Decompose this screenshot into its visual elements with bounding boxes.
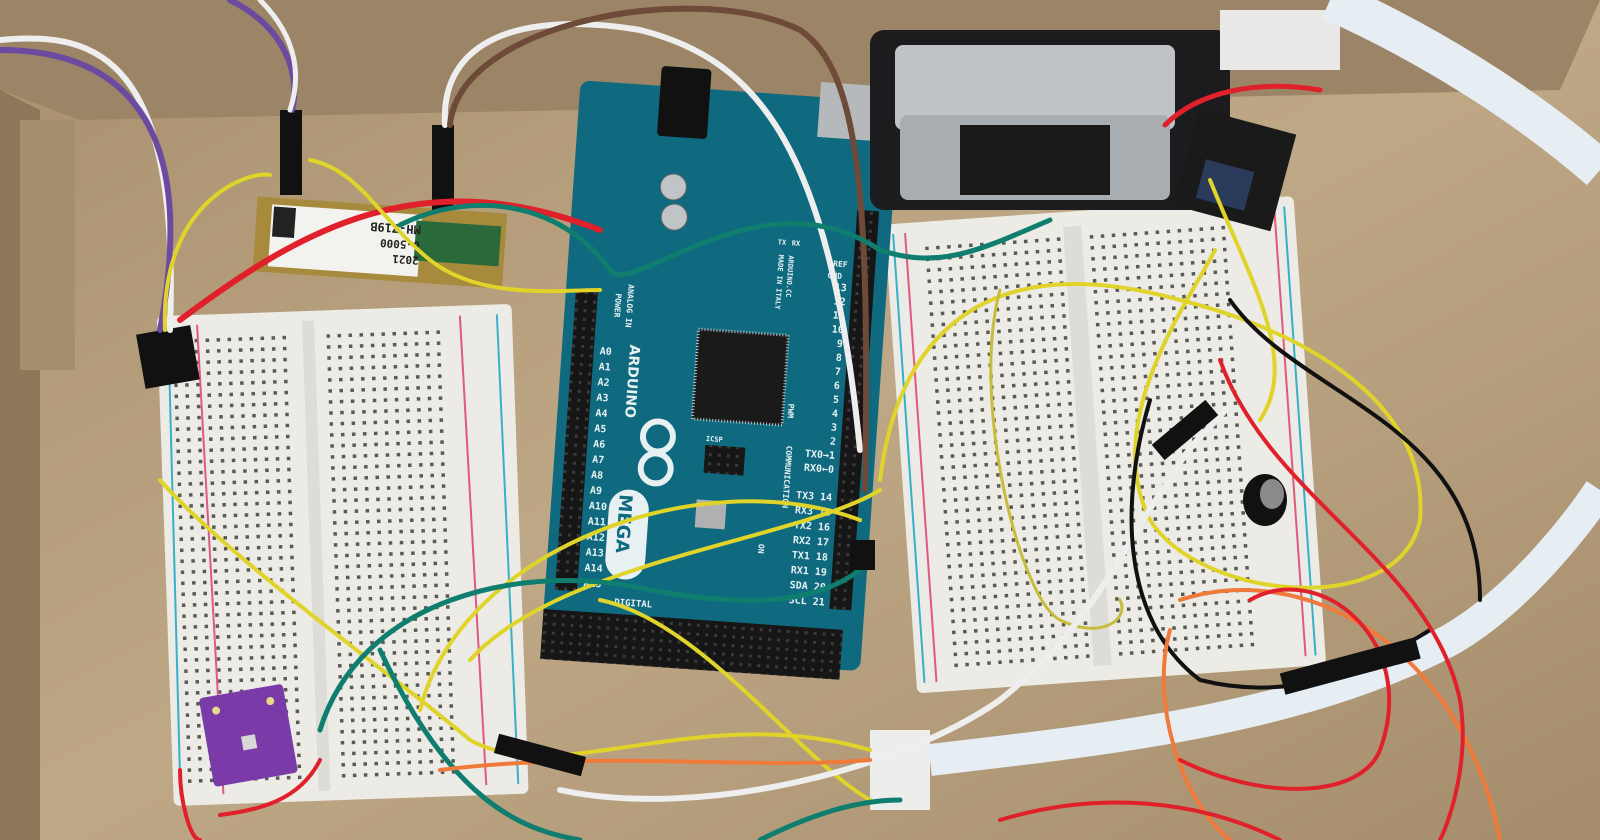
pin-label: A6	[593, 439, 606, 451]
pin-label: 2	[830, 437, 837, 448]
ribbon-cable	[928, 481, 1600, 776]
pin-label: TX0→1	[805, 449, 836, 462]
jumper-connector	[1279, 637, 1421, 695]
pin-label: A13	[585, 547, 604, 559]
jumper-connector	[850, 540, 875, 570]
pin-label: 10	[831, 324, 844, 336]
pin-label: 4	[832, 409, 839, 420]
jumper-connector	[493, 733, 587, 777]
sensor-date: 2021	[391, 252, 419, 267]
pin-label: A9	[590, 485, 603, 497]
power-label: POWER	[612, 293, 623, 318]
pin-label: TX3 14	[796, 490, 833, 503]
icsp-label: ICSP	[706, 435, 723, 444]
arduino-logo	[637, 418, 676, 487]
co2-sensor-mh-z19b: 2021 0-5000 MH-Z19B	[252, 196, 508, 289]
pin-label: A3	[596, 393, 609, 405]
pin-label: A8	[591, 470, 604, 482]
pin-label: 8	[835, 353, 842, 364]
temperature-sensor-module	[1173, 108, 1297, 232]
pwm-label: PWM	[786, 403, 796, 418]
pin-label: TX1 18	[791, 550, 828, 563]
pin-label: A7	[592, 454, 605, 466]
pin-label: 3	[831, 423, 838, 434]
pin-label: 13	[834, 282, 847, 294]
bme-sensor-board	[199, 684, 298, 787]
pin-label: A10	[589, 501, 608, 513]
jumper-connector	[280, 110, 302, 195]
website-label: ARDUINO.CC	[784, 255, 795, 298]
pin-label: 6	[833, 381, 840, 392]
reset-button[interactable]	[694, 499, 727, 530]
pin-label: A1	[598, 362, 611, 374]
right-breadboard	[884, 196, 1326, 693]
pin-label: 5	[832, 395, 839, 406]
jumper-connector	[432, 125, 454, 210]
pin-label: 9	[836, 339, 843, 350]
pin-label: 7	[834, 367, 841, 378]
pin-label: A5	[594, 424, 607, 436]
pin-label: A14	[584, 563, 603, 575]
jumper-connector	[1151, 399, 1219, 461]
pin-label: A0	[599, 346, 612, 358]
icsp-header	[703, 444, 746, 476]
jumper-wires	[0, 0, 1502, 840]
pin-label: A11	[587, 516, 606, 528]
particulate-sensor	[870, 10, 1340, 210]
analog-in-label: ANALOG IN	[623, 284, 635, 328]
on-label: ON	[756, 544, 766, 554]
left-breadboard	[156, 304, 529, 806]
aref-label: AREF	[828, 259, 848, 269]
pin-label: RX1 19	[790, 565, 827, 578]
box-flap	[20, 120, 75, 370]
pin-label: RX2 17	[792, 535, 829, 548]
pin-label: A2	[597, 377, 610, 389]
rx-led-label: RX	[791, 239, 801, 248]
jumper-connector	[136, 325, 200, 389]
brand-label: ARDUINO	[621, 344, 642, 418]
capacitor	[1243, 474, 1287, 526]
pin-label: RX0←0	[804, 463, 835, 476]
tx-led-label: TX	[777, 238, 787, 247]
microcontroller-chip	[690, 327, 790, 427]
communication-label: COMMUNICATION	[780, 445, 793, 508]
arduino-mega-board: ICSP ON ARDUINO MEGA POWER ANALOG IN DIG…	[540, 66, 900, 680]
pin-label: TX2 16	[794, 520, 831, 533]
pin-label: A4	[595, 408, 608, 420]
made-in-label: MADE IN ITALY	[773, 254, 785, 310]
ribbon-cable	[1321, 0, 1600, 186]
